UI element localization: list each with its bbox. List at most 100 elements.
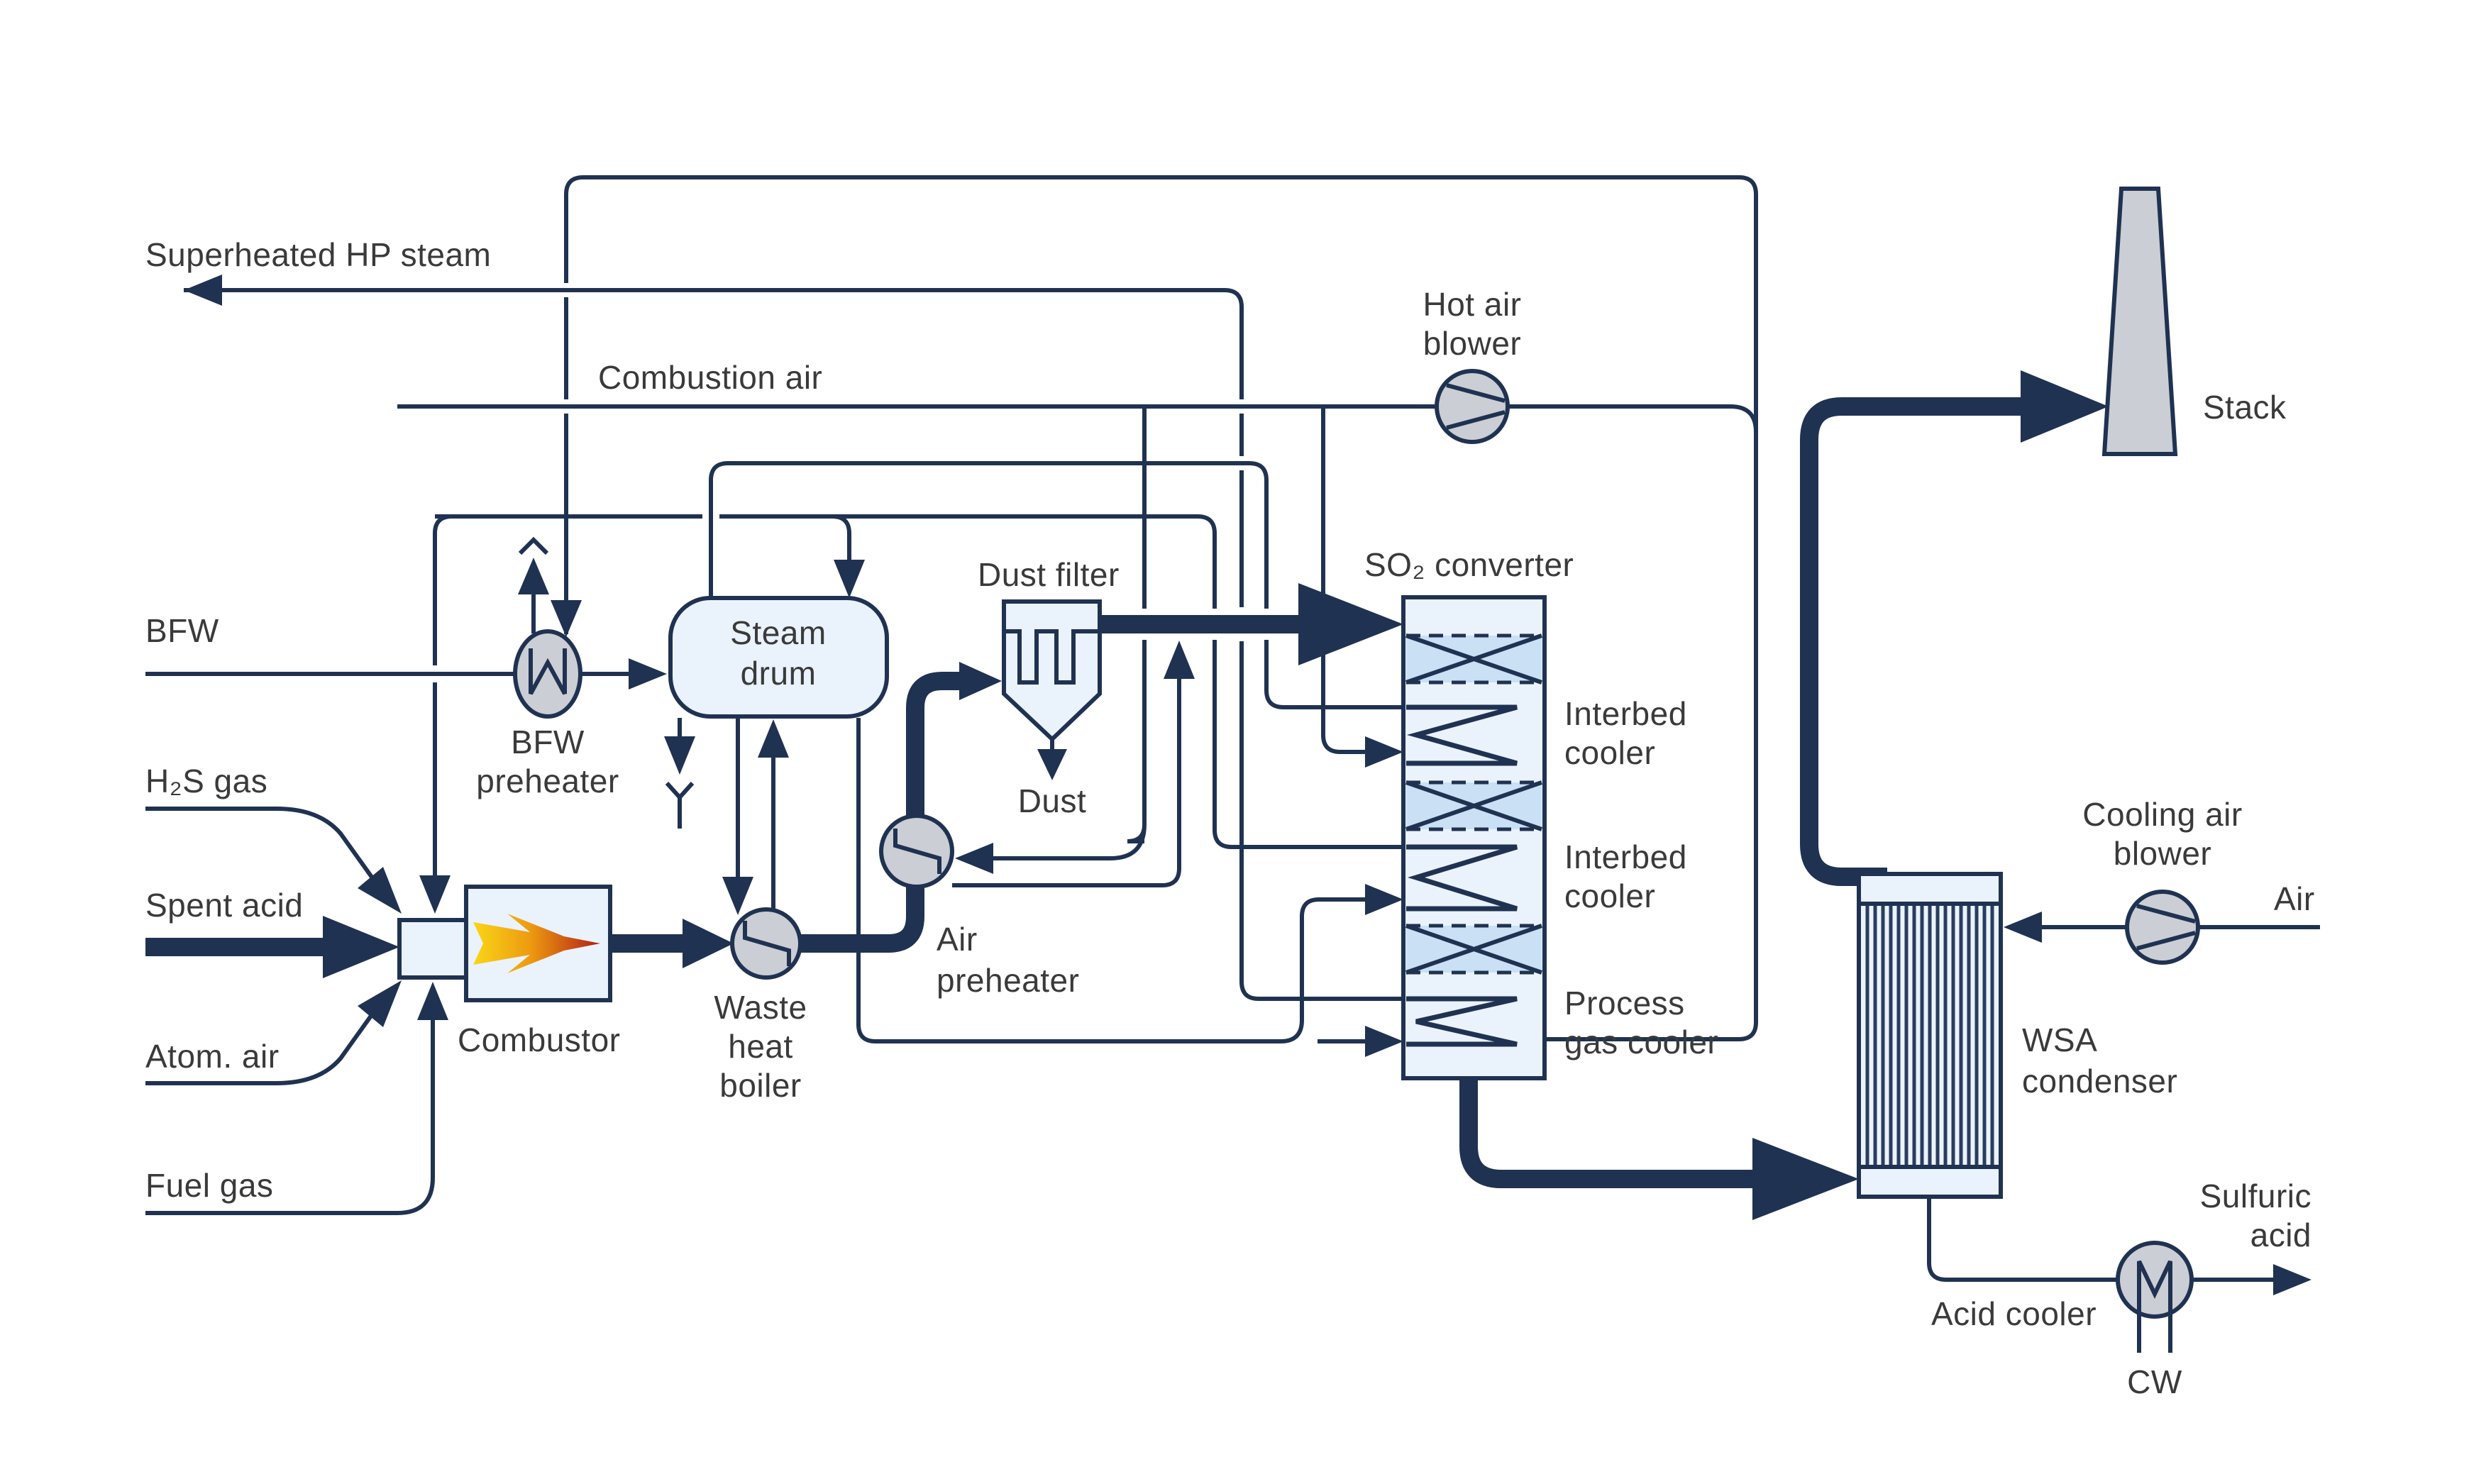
cooling-air-arrowhead — [2004, 912, 2042, 943]
interbed-cooler2-label-2: cooler — [1564, 877, 1655, 914]
combustion-air-label: Combustion air — [598, 359, 822, 396]
bfw-label: BFW — [145, 612, 219, 649]
gas-to-condenser-line — [1459, 1075, 1859, 1220]
catalyst-bed-1 — [1405, 633, 1542, 685]
cooler2-inlet-arrowhead — [1365, 884, 1403, 915]
acid-cooler — [2116, 1241, 2194, 1353]
bfw-preheater-feed-arrowhead — [551, 600, 582, 637]
interbed-cooler1-label-1: Interbed — [1564, 695, 1687, 732]
stack-shape — [2101, 187, 2178, 456]
fuel-gas-line — [145, 982, 448, 1215]
air-preheater-label-2: preheater — [937, 962, 1079, 999]
cooler2-outlet-loop — [419, 514, 1403, 914]
interbed-cooler2-label-1: Interbed — [1564, 838, 1687, 875]
waste-heat-boiler-label-3: boiler — [719, 1067, 802, 1104]
air-preheater — [879, 814, 954, 889]
spent-acid-label: Spent acid — [145, 887, 303, 924]
dust-filter — [1002, 599, 1102, 780]
steam-drum-label-2: drum — [741, 655, 817, 692]
coil-feed-line — [856, 718, 1403, 1057]
hot-air-blower-label-1: Hot air — [1423, 286, 1522, 323]
spent-acid-arrowhead — [323, 916, 399, 978]
air-preheater-inlet-arrowhead — [955, 843, 993, 874]
drum-downcomer-line — [722, 718, 753, 915]
condenser-inlet-arrowhead — [1752, 1138, 1859, 1220]
h2s-gas-label: H₂S gas — [145, 763, 267, 799]
drum-riser-line — [758, 719, 789, 912]
steam-drum: Steam drum — [668, 596, 889, 719]
superheated-hp-steam-label: Superheated HP steam — [145, 236, 491, 273]
whb-inlet-arrowhead — [683, 919, 734, 968]
combustor-label: Combustor — [458, 1021, 620, 1058]
cooling-air-blower-label-1: Cooling air — [2082, 796, 2242, 833]
interbed-cooler-coil-1 — [1406, 704, 1518, 766]
atom-air-label: Atom. air — [145, 1038, 280, 1075]
atom-air-arrowhead — [358, 980, 402, 1027]
heat-exchanger-zigzag-icon — [743, 921, 791, 966]
sulfuric-acid-label-2: acid — [2250, 1217, 2311, 1253]
sulfuric-acid-arrowhead — [2273, 1264, 2311, 1295]
fuel-gas-label: Fuel gas — [145, 1167, 273, 1204]
drum-blowdown-line — [664, 718, 695, 829]
steam-drum-label-1: Steam — [730, 614, 826, 651]
waste-heat-boiler — [730, 907, 802, 980]
blowdown-y-icon — [665, 781, 695, 829]
hot-air-blower-label-2: blower — [1423, 325, 1522, 362]
spent-acid-line — [145, 916, 399, 978]
waste-heat-boiler-label-2: heat — [728, 1028, 793, 1065]
drum-inlet-arrowhead — [834, 560, 865, 598]
air-label: Air — [2274, 880, 2315, 917]
dust-label: Dust — [1018, 782, 1087, 819]
air-preheater-feed-line — [955, 409, 1147, 874]
process-gas-cooler-label-1: Process — [1564, 985, 1685, 1021]
waste-heat-boiler-label-1: Waste — [714, 989, 807, 1026]
cw-stubs — [2137, 1314, 2172, 1353]
air-preheater-label-1: Air — [937, 921, 978, 958]
filter-element-icon — [1004, 629, 1100, 685]
hp-steam-arrowhead — [184, 275, 222, 306]
acid-cooler-label: Acid cooler — [1931, 1295, 2097, 1332]
catalyst-bed-3 — [1405, 924, 1542, 975]
combustor-outlet-line — [610, 919, 734, 968]
cooler-m-icon — [2137, 1260, 2172, 1353]
blower-icon — [2136, 904, 2196, 951]
preheated-air-arrowhead — [1164, 641, 1195, 679]
clean-gas-to-stack-line — [1800, 370, 2109, 886]
heat-exchanger-w-icon — [529, 648, 567, 695]
cooling-air-blower-label-2: blower — [2114, 835, 2212, 872]
cooler1-outlet-loop — [709, 461, 1403, 709]
h2s-gas-line — [145, 807, 402, 914]
wsa-condenser-label-1: WSA — [2022, 1021, 2097, 1058]
stack-label: Stack — [2203, 389, 2287, 426]
bfw-line — [145, 658, 667, 690]
interbed-cooler-coil-2 — [1406, 844, 1518, 912]
bfw-preheater — [513, 629, 582, 719]
h2s-arrowhead — [358, 867, 402, 914]
so2-converter — [1401, 595, 1547, 1080]
so2-converter-label: SO₂ converter — [1364, 546, 1574, 583]
cooler1-inlet-arrowhead — [1365, 736, 1403, 768]
wsa-condenser — [1857, 872, 2003, 1199]
dust-filter-label: Dust filter — [978, 556, 1120, 593]
cooler3-inlet-arrowhead — [1365, 1026, 1403, 1057]
blower-icon — [1446, 383, 1506, 430]
bfw-preheater-label-2: preheater — [476, 763, 619, 799]
vent-chevron-icon — [518, 536, 549, 555]
process-gas-cooler-label-2: gas cooler — [1564, 1024, 1718, 1061]
hot-air-blower — [1435, 369, 1510, 444]
fuel-gas-arrowhead — [417, 982, 448, 1020]
atom-air-line — [145, 980, 402, 1085]
heat-exchanger-zigzag-icon — [893, 829, 941, 874]
gas-to-dust-filter-line — [797, 662, 1002, 953]
bfw-arrowhead — [629, 658, 667, 690]
cooling-air-blower — [2125, 890, 2200, 965]
dust-filter-inlet-arrowhead — [959, 662, 1002, 700]
combustion-air-arrowhead — [419, 875, 451, 914]
vent-line — [518, 536, 549, 633]
flame-icon — [473, 914, 600, 973]
sulfuric-acid-label-1: Sulfuric — [2200, 1178, 2311, 1214]
interbed-cooler1-feed-line — [1321, 409, 1403, 768]
dust-out-arrowhead — [1037, 749, 1067, 780]
converter-inlet-arrowhead — [1298, 583, 1403, 665]
